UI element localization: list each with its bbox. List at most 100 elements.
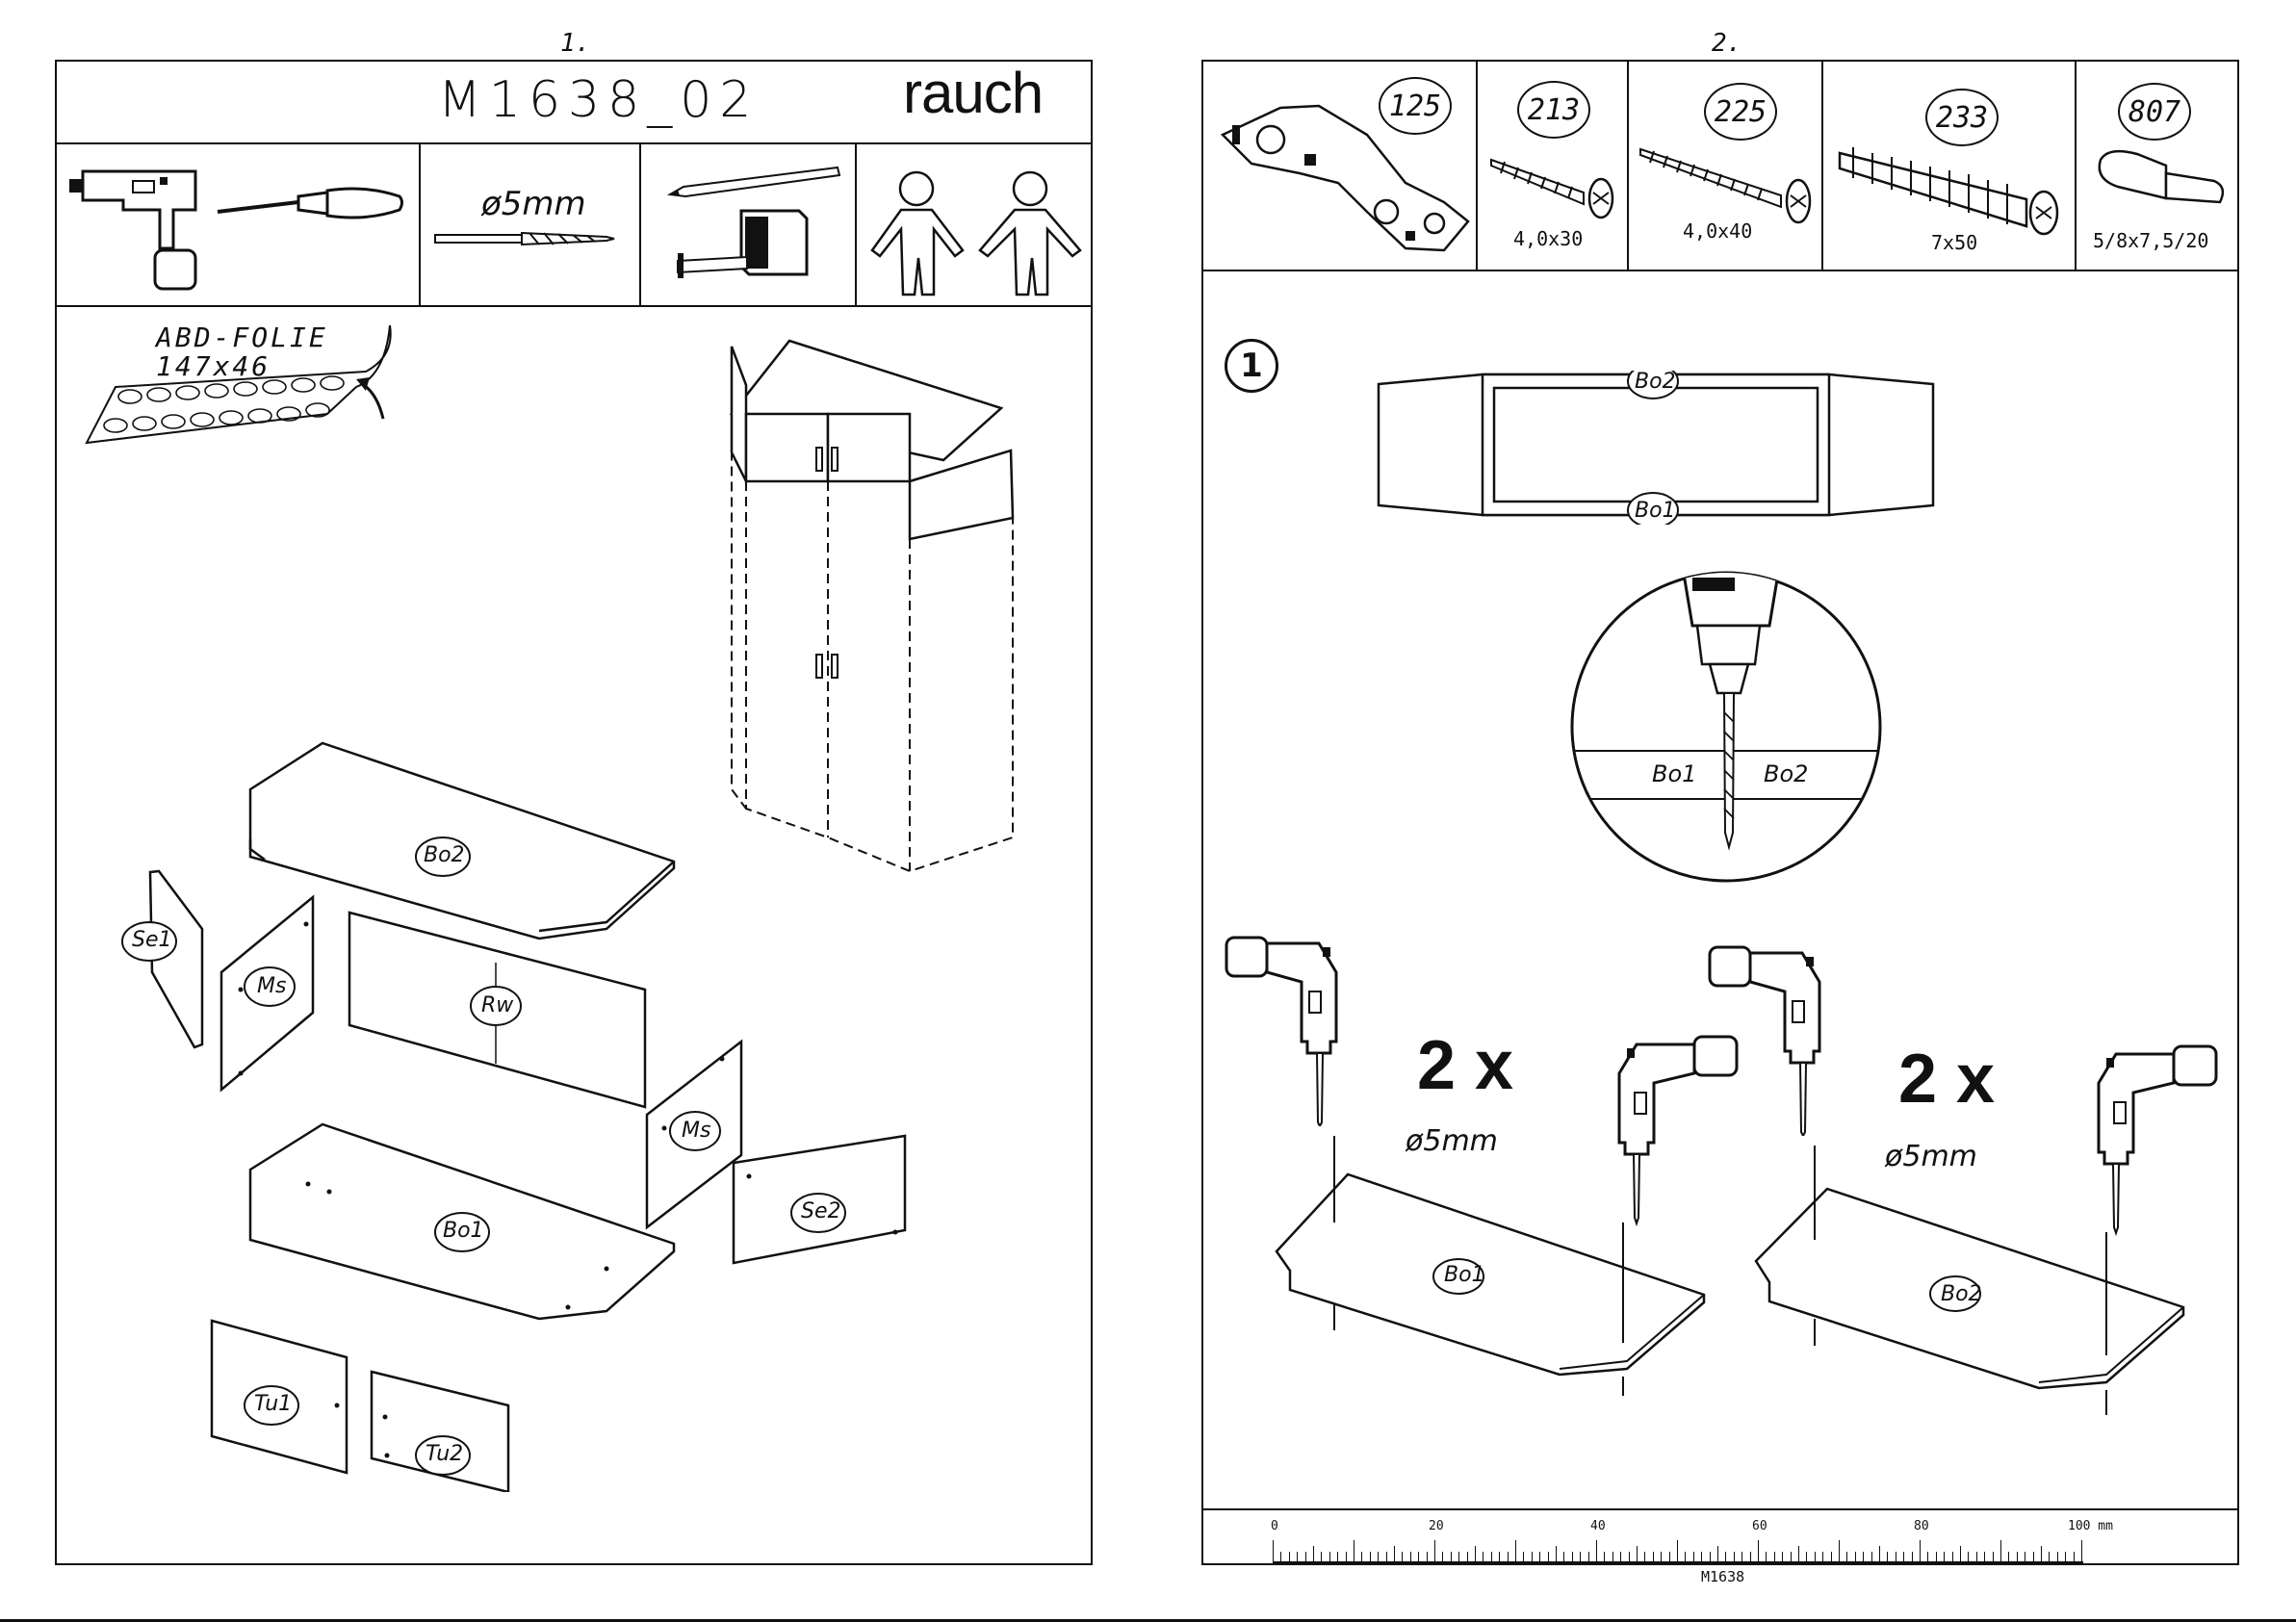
ruler-tick <box>1418 1552 1419 1561</box>
ruler-tick <box>1693 1552 1694 1561</box>
ruler-tick <box>1612 1552 1613 1561</box>
part-label-se2: Se2 <box>801 1199 841 1223</box>
ruler-tick <box>1386 1552 1387 1561</box>
drill-icon <box>65 162 210 296</box>
detail-label-bo2: Bo2 <box>1764 760 1808 787</box>
ruler-tick <box>1289 1552 1290 1561</box>
ruler-tick <box>1394 1546 1395 1561</box>
ruler-tick <box>1532 1552 1533 1561</box>
ruler-tick <box>1491 1552 1492 1561</box>
ruler-tick <box>1879 1546 1880 1561</box>
tools-col-divider <box>419 142 421 305</box>
detail-label-bo1: Bo1 <box>1652 760 1696 787</box>
top-label-bo2: Bo2 <box>1635 370 1676 394</box>
ruler-tick <box>1976 1552 1977 1561</box>
hardware-id-213: 213 <box>1517 81 1590 139</box>
ruler-tick <box>1927 1552 1928 1561</box>
ruler-tick <box>1604 1552 1605 1561</box>
ruler-tick <box>1572 1552 1573 1561</box>
drill-vertical-icon <box>1223 934 1357 1126</box>
ruler-tick <box>1750 1552 1751 1561</box>
ruler-tick <box>1863 1552 1864 1561</box>
ruler-tick <box>1920 1540 1921 1561</box>
board-bo1-drilling <box>1271 1117 1714 1405</box>
ruler-tick <box>1515 1540 1516 1561</box>
ruler-tick <box>1960 1546 1961 1561</box>
ruler-tick <box>1458 1552 1459 1561</box>
page-number-2: 2. <box>1712 29 1741 58</box>
ruler-tick <box>1499 1552 1500 1561</box>
panels-illustration <box>106 732 934 1492</box>
hardware-size-233: 7x50 <box>1931 231 1977 254</box>
ruler-tick <box>1944 1552 1945 1561</box>
ruler-tick <box>1855 1552 1856 1561</box>
ruler-tick <box>1305 1552 1306 1561</box>
ruler-tick <box>2017 1552 2018 1561</box>
ruler-divider <box>1201 1508 2239 1510</box>
drill-detail-circle <box>1567 568 1885 886</box>
ruler-tick <box>1321 1552 1322 1561</box>
right-board-label: Bo2 <box>1941 1282 1982 1306</box>
ruler-tick <box>1451 1552 1452 1561</box>
ruler-tick <box>1427 1552 1428 1561</box>
ruler-label: 0 <box>1271 1519 1278 1533</box>
drill-bit-icon <box>433 227 616 250</box>
ruler-tick <box>1758 1540 1759 1561</box>
hardware-col-divider <box>2075 60 2077 270</box>
ruler-tick <box>1596 1540 1597 1561</box>
ruler-tick <box>1815 1552 1816 1561</box>
ruler-tick <box>1313 1546 1314 1561</box>
ruler-tick <box>1993 1552 1994 1561</box>
ruler-label: 20 <box>1429 1519 1444 1533</box>
ruler-tick <box>1346 1552 1347 1561</box>
part-label-tu1: Tu1 <box>254 1392 292 1416</box>
ruler-tick <box>1798 1546 1799 1561</box>
ruler-tick <box>1442 1552 1443 1561</box>
tools-col-divider <box>855 142 857 305</box>
ruler-tick <box>1467 1552 1468 1561</box>
hardware-size-225: 4,0x40 <box>1683 219 1752 243</box>
ruler-tick <box>1297 1552 1298 1561</box>
ruler-tick <box>2041 1546 2042 1561</box>
tools-col-divider <box>639 142 641 305</box>
ruler-tick <box>2057 1552 2058 1561</box>
ruler-label: 100 mm <box>2068 1519 2113 1533</box>
ruler-tick <box>1685 1552 1686 1561</box>
tools-divider <box>55 305 1093 307</box>
ruler-tick <box>1378 1552 1379 1561</box>
ruler-tick <box>1766 1552 1767 1561</box>
ruler-tick <box>1580 1552 1581 1561</box>
hardware-size-213: 4,0x30 <box>1513 227 1583 250</box>
ruler-code: M1638 <box>1701 1568 1744 1585</box>
ruler-tick <box>1475 1546 1476 1561</box>
ruler-tick <box>2074 1552 2075 1561</box>
ruler-tick <box>1644 1552 1645 1561</box>
ruler-tick <box>1273 1540 1274 1561</box>
ruler-tick <box>1556 1546 1557 1561</box>
brand-logo: rauch <box>903 60 1043 126</box>
ruler-tick <box>1677 1540 1678 1561</box>
ruler-tick <box>1563 1552 1564 1561</box>
ruler-tick <box>1887 1552 1888 1561</box>
ruler-label: 40 <box>1590 1519 1606 1533</box>
page-number-1: 1. <box>560 29 590 58</box>
ruler-tick <box>1725 1552 1726 1561</box>
ruler-tick <box>1669 1552 1670 1561</box>
ruler-tick <box>1629 1552 1630 1561</box>
part-label-se1: Se1 <box>132 928 172 952</box>
ruler-tick <box>2008 1552 2009 1561</box>
ruler-tick <box>1734 1552 1735 1561</box>
ruler-tick <box>1588 1552 1589 1561</box>
ruler-tick <box>1782 1552 1783 1561</box>
wall-plug-icon <box>1834 140 2070 236</box>
ruler-tick <box>1791 1552 1792 1561</box>
drill-bit-label: ø5mm <box>481 185 586 223</box>
ruler-tick <box>2033 1552 2034 1561</box>
part-label-bo1: Bo1 <box>443 1219 484 1243</box>
hardware-id-807: 807 <box>2118 83 2191 141</box>
ruler-tick <box>1370 1552 1371 1561</box>
ruler-label: 80 <box>1914 1519 1929 1533</box>
ruler-tick <box>1822 1552 1823 1561</box>
part-label-rw: Rw <box>481 993 513 1017</box>
screwdriver-icon <box>212 183 404 231</box>
